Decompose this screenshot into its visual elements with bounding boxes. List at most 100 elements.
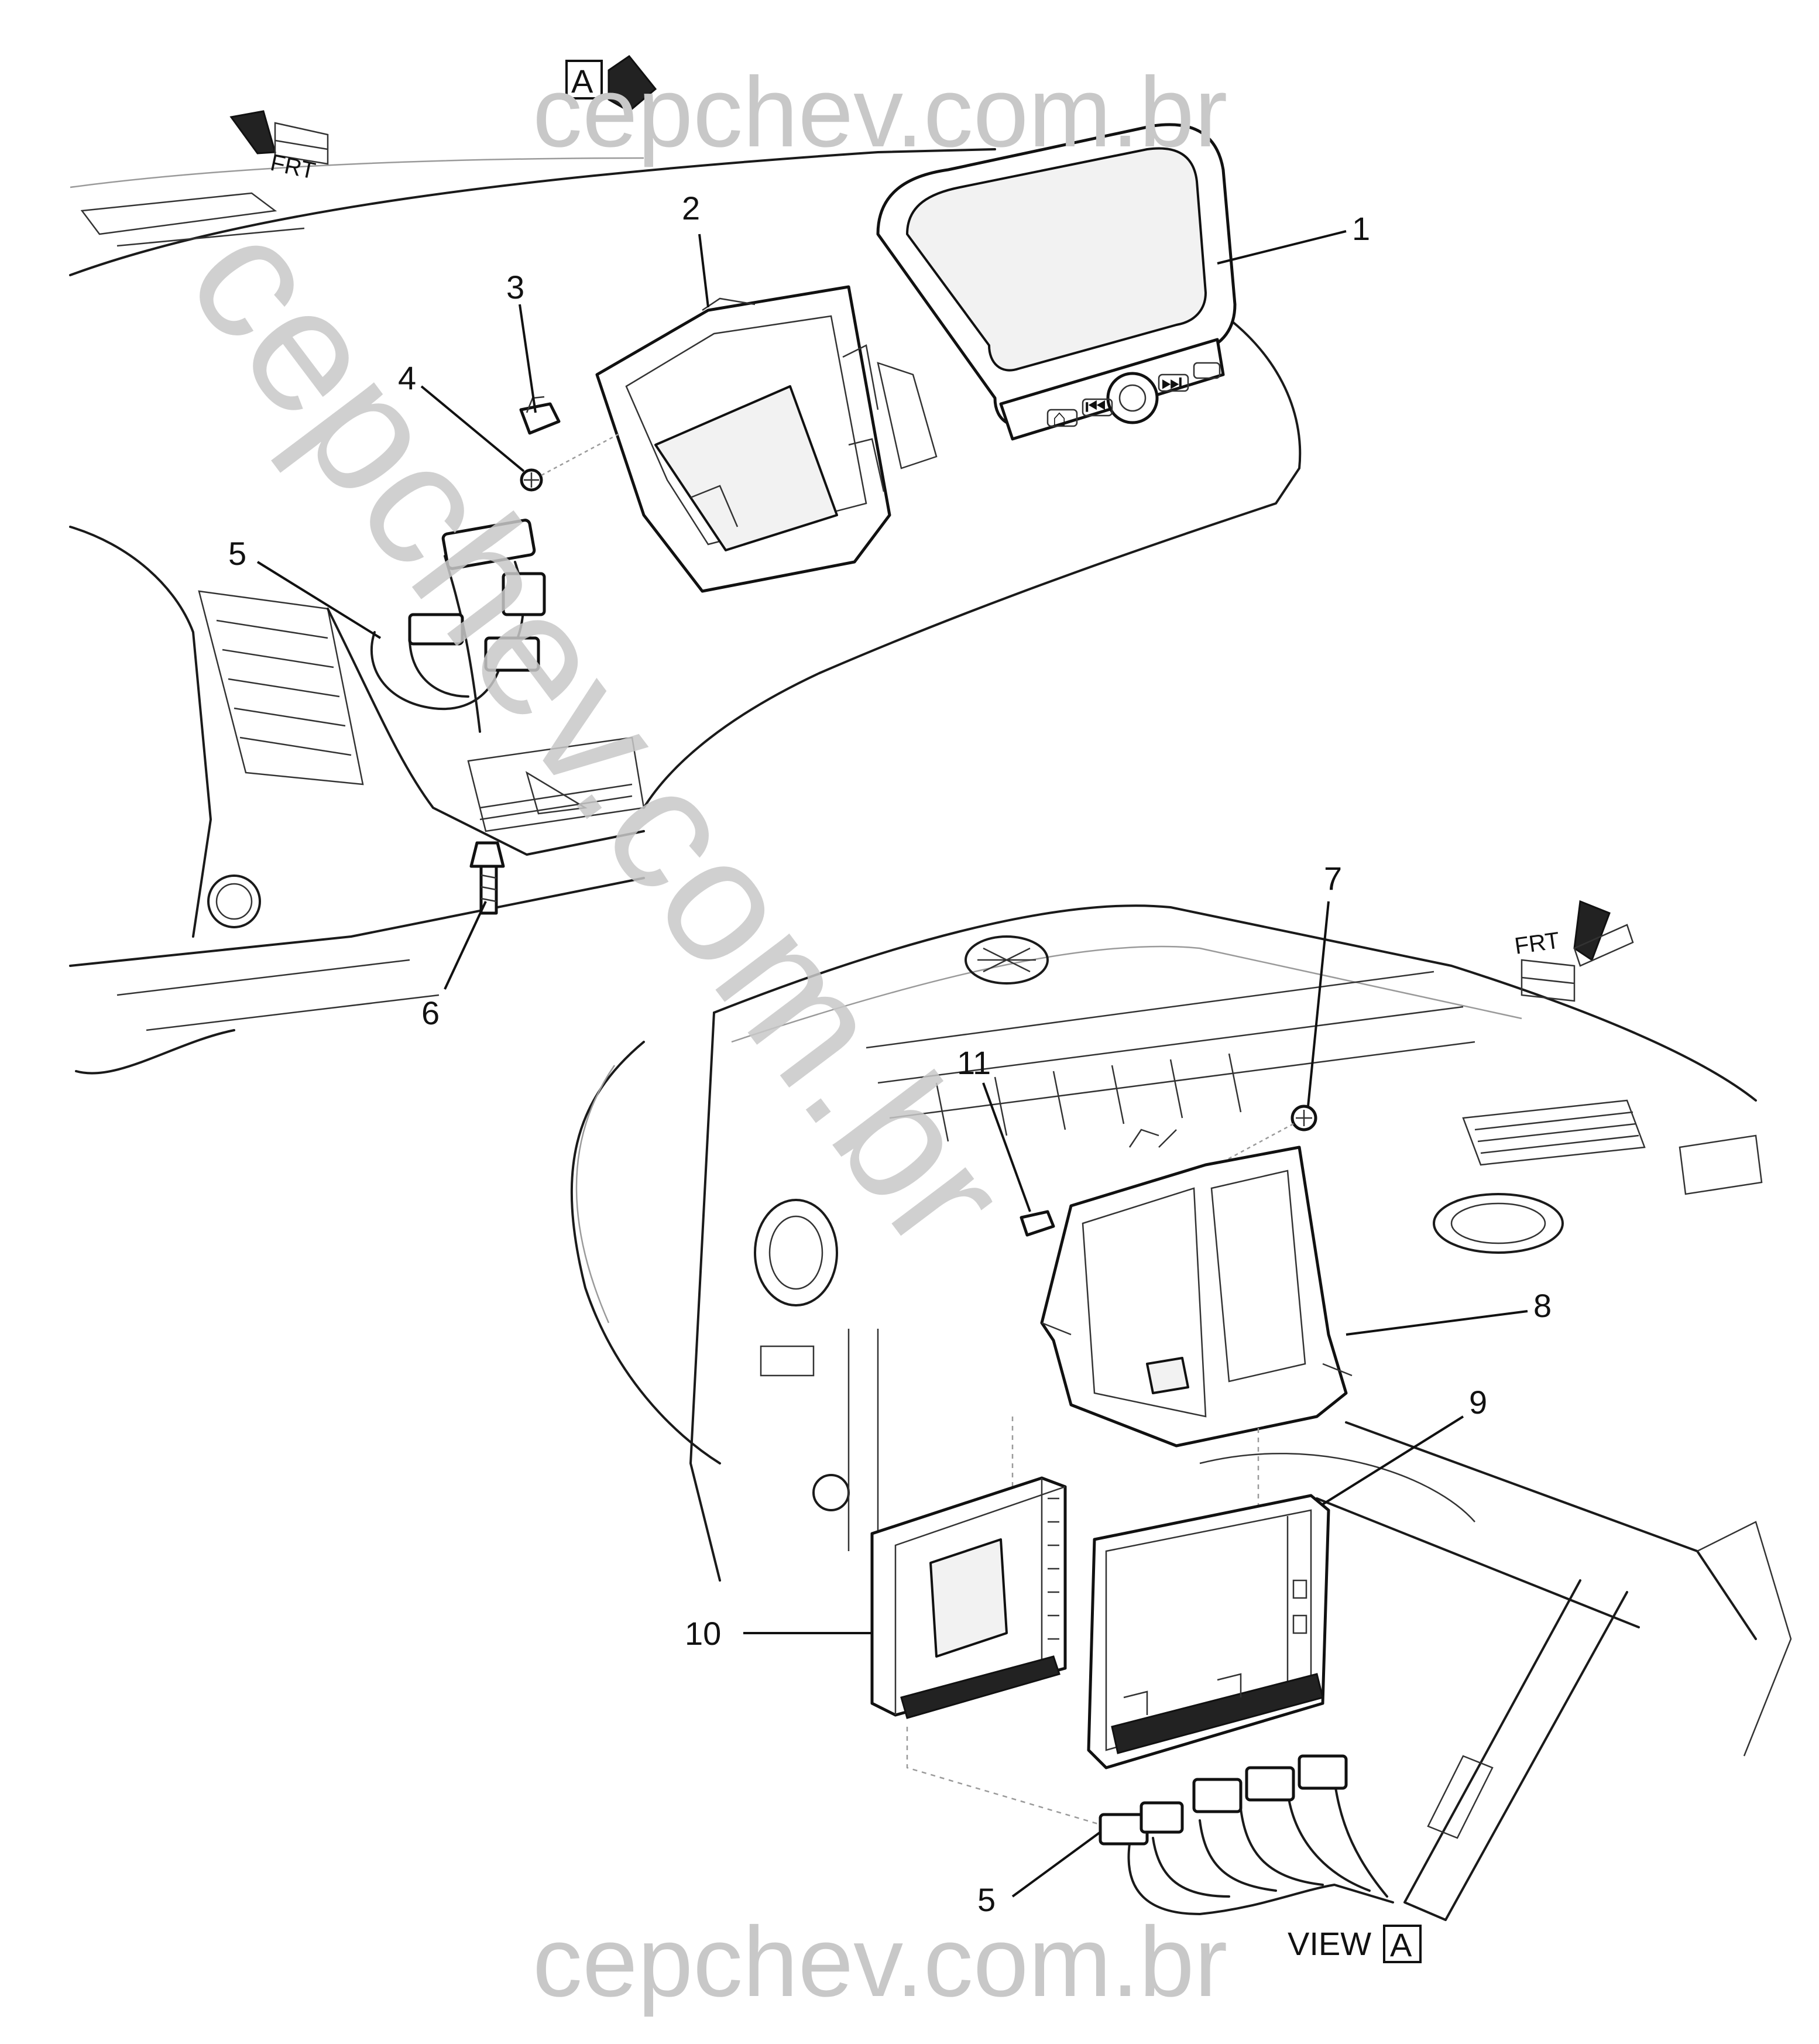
steering-column-top [1345,1421,1757,1640]
screw-alignment [541,432,621,476]
callout-6: 6 [421,994,440,1031]
lower-dash-edge [69,877,645,967]
view-a-label: VIEW A [1288,1925,1422,1963]
display-bracket [595,285,891,593]
radio-module-10 [870,1476,1067,1719]
lower-dash-curve [1199,1453,1475,1522]
dash-lower-sweep [643,672,821,809]
right-vent [1462,1099,1646,1166]
side-bracket [760,1345,815,1377]
callout-numbers: 1 2 3 4 5 6 7 11 8 9 10 5 [228,190,1552,1918]
frt-label-top-left: FRT [268,150,317,184]
steering-column-bottom [1316,1497,1640,1628]
panel-lines [479,783,633,821]
prev-button-label: ⏮ [1085,394,1106,420]
dash-structure-lines [866,970,1475,1119]
harness-connector-a [441,519,536,570]
far-right-vent [1679,1134,1763,1195]
radio-harness-lower [1099,1754,1394,1915]
infotainment-display: ⌂ ⏮ ⏭ [876,123,1237,441]
callout-11: 11 [957,1044,991,1081]
defroster-line [116,227,305,247]
center-stack-lower [327,608,645,856]
view-label-letter: A [1390,1926,1412,1963]
view-left-panel [689,1011,721,1582]
next-button-label: ⏭ [1161,369,1182,395]
left-column [69,526,212,938]
callout-5-top: 5 [228,535,246,572]
start-button [207,874,261,928]
lower-left-curve [75,1029,235,1075]
callout-4: 4 [398,359,416,396]
volume-knob [1106,372,1159,424]
view-dash-top [713,904,1757,1102]
callout-9: 9 [1469,1384,1487,1421]
callout-3: 3 [506,269,524,306]
dash-back-edge [70,157,644,188]
end-button [1193,362,1221,379]
install-guides-10 [906,1727,1107,1827]
view-a-arrow-top: A [565,54,657,112]
callout-2: 2 [682,190,700,227]
bracket-screw-7 [1217,1105,1317,1166]
vent-louvers [216,619,352,756]
back-button-label: ⌂ [1052,405,1066,431]
view-a-top-letter: A [571,63,593,100]
callout-5-bottom: 5 [977,1881,996,1918]
module-9-port-a [1292,1579,1307,1599]
module-9-port-b [1292,1614,1307,1634]
center-speaker [965,935,1049,985]
defroster-vent [80,192,277,235]
lower-connector-e [1298,1754,1348,1790]
back-button [1046,409,1078,427]
radio-harness-top [370,519,546,733]
hazard-icon [525,771,588,815]
lower-connector-b [1140,1801,1184,1834]
callout-7: 7 [1324,860,1342,897]
prev-button [1082,398,1113,417]
next-button [1158,373,1189,392]
module-10-label [929,1538,1008,1658]
lower-assembly [570,904,1792,1921]
callout-1: 1 [1352,210,1370,247]
watermark-diagonal: cepchev.com.br [151,185,1047,1284]
harness-connector-c [408,613,464,646]
callout-10: 10 [685,1615,721,1652]
lower-connector-d [1245,1766,1295,1802]
module-9-connectors [1111,1673,1324,1754]
harness-connector-d [484,636,540,672]
left-speaker-ring [754,1199,838,1306]
display-mount-clip [877,362,938,469]
column-trim-strip [1403,1579,1628,1921]
side-bolt-boss [812,1474,850,1511]
frt-arrow-top-left: FRT [229,110,329,184]
frt-label-right: FRT [1513,928,1561,959]
left-air-vent [198,590,364,786]
leader-lines [256,230,1528,1898]
mounting-bolt [469,841,505,915]
watermark-top: cepchev.com.br [533,57,1227,168]
column-slot [1427,1755,1494,1839]
dash-top-edge [69,148,996,276]
retainer-clip-11 [1020,1210,1055,1237]
dash-ribs [935,1053,1242,1142]
start-button-ring [215,883,253,920]
frt-arrow-right: FRT [1513,900,1634,1002]
dash-right-edge [818,309,1302,674]
module-bracket [1040,1129,1353,1448]
lower-connector-c [1192,1778,1243,1813]
callout-8: 8 [1533,1287,1552,1324]
bracket-window [654,385,838,551]
view-label-text: VIEW [1288,1925,1371,1962]
lower-trim-lines [116,959,440,1031]
harness-connector-b [502,572,546,616]
watermark-bottom: cepchev.com.br [533,1906,1227,2018]
radio-module-9 [1087,1494,1330,1769]
module-10-connectors [900,1655,1060,1719]
retainer-clip [519,402,561,435]
view-outer-curve [570,1041,721,1465]
side-frame [847,1329,879,1551]
top-assembly: ⌂ ⏮ ⏭ [69,123,1302,1075]
right-speaker [1433,1193,1564,1254]
